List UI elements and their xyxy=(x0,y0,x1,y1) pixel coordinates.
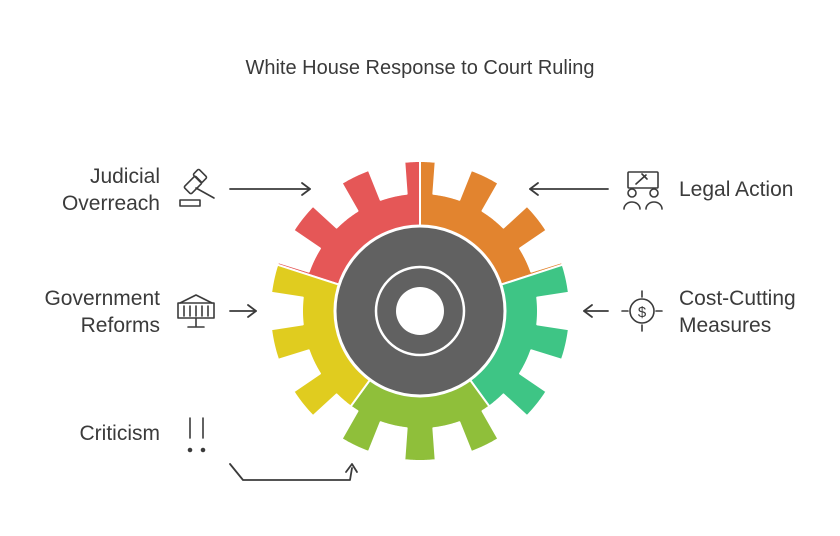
gear xyxy=(270,160,570,462)
arrow-criticism xyxy=(229,463,358,481)
dollar-target-icon: $ xyxy=(621,290,663,332)
label-government-reforms: Government Reforms xyxy=(44,287,160,337)
arrow-government-reforms xyxy=(229,304,257,318)
hub-ring xyxy=(374,265,466,357)
arrow-legal-action xyxy=(529,182,609,196)
label-criticism: Criticism xyxy=(79,422,160,445)
gear-sector-lime xyxy=(340,378,500,462)
exclamation-icon xyxy=(187,417,206,453)
legal-meeting-icon xyxy=(623,171,663,210)
gear-sector-green xyxy=(468,263,570,418)
gear-sector-red xyxy=(276,160,421,286)
label-legal-action: Legal Action xyxy=(679,178,794,201)
gear-sector-yellow xyxy=(270,263,372,418)
gear-sector-orange xyxy=(419,160,564,286)
svg-text:$: $ xyxy=(638,304,647,321)
hub-hole xyxy=(396,287,444,335)
arrow-judicial-overreach xyxy=(229,182,311,196)
arrow-cost-cutting-measures xyxy=(583,304,609,318)
government-building-icon xyxy=(177,294,215,328)
gavel-icon xyxy=(179,168,215,207)
label-judicial-overreach: Judicial Overreach xyxy=(61,165,160,215)
diagram-title: White House Response to Court Ruling xyxy=(245,57,595,79)
label-cost-cutting-measures: Cost-Cutting Measures xyxy=(679,287,796,337)
